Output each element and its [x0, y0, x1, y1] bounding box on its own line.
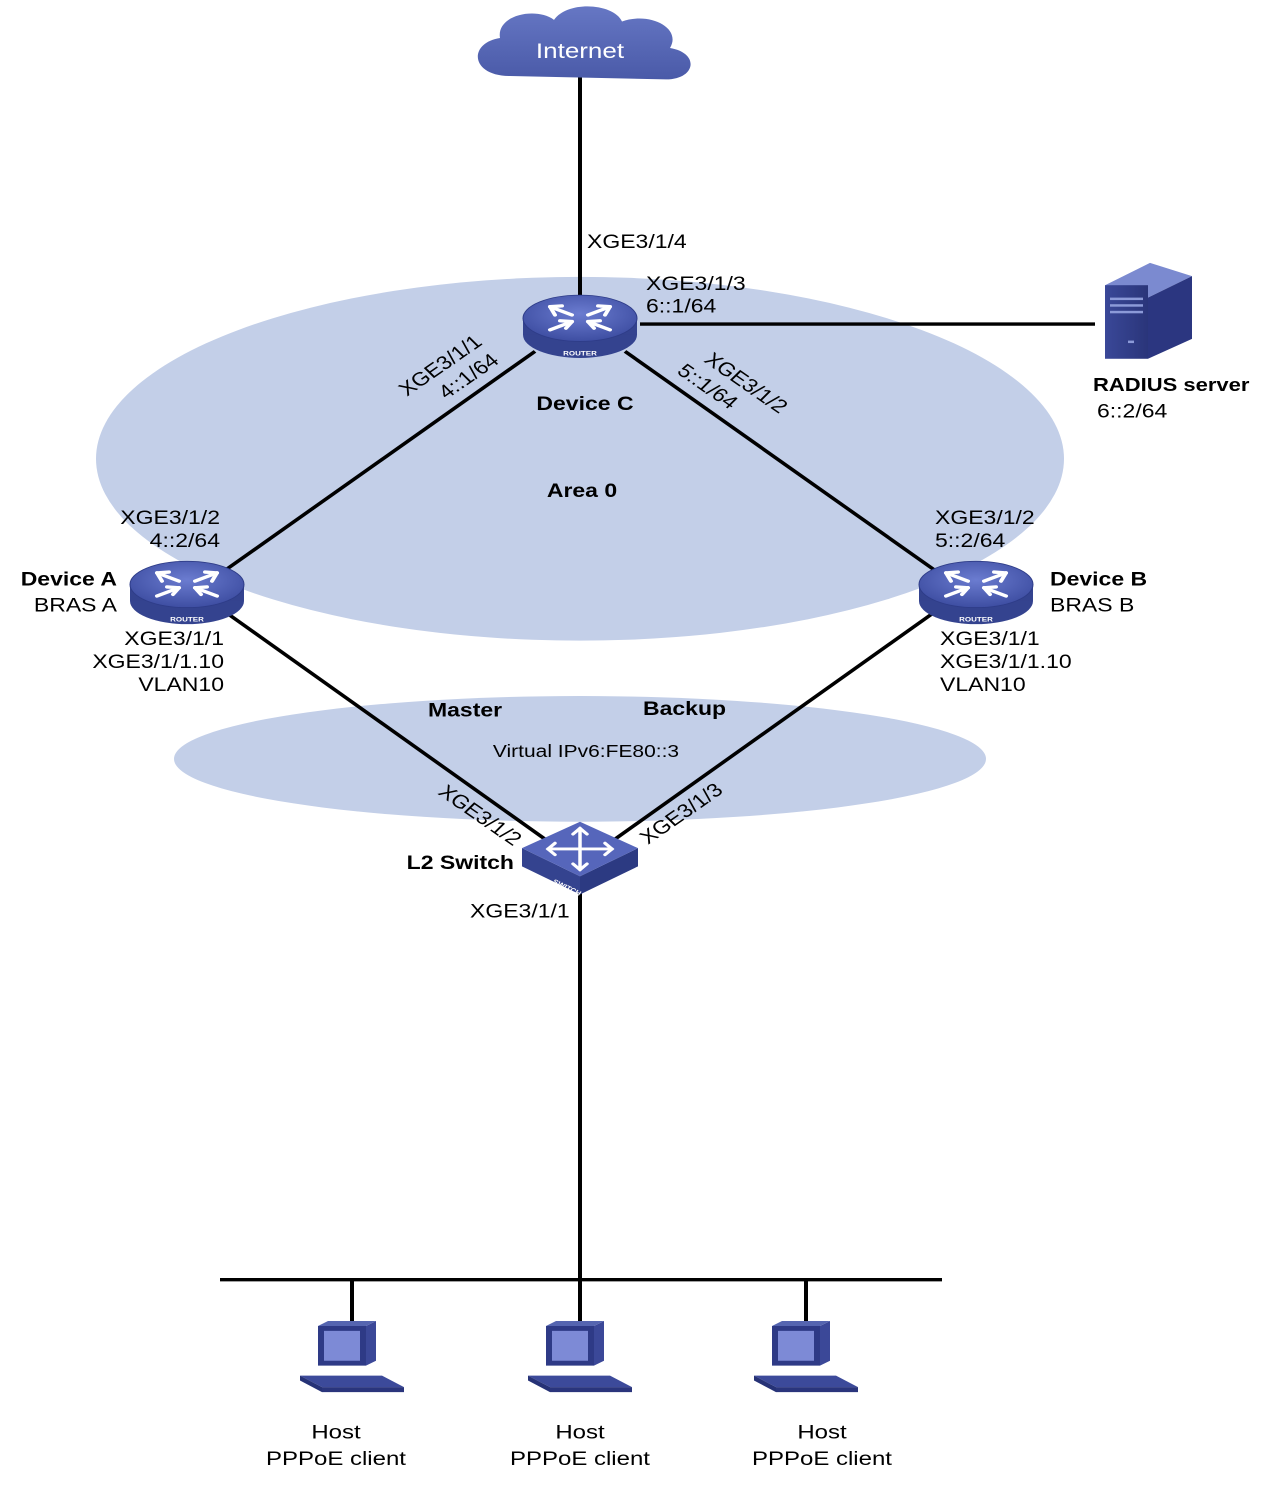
device-a-name: Device A	[21, 569, 117, 590]
links	[220, 76, 1095, 1330]
link-devicea-switch	[223, 610, 562, 852]
host1-line1: Host	[311, 1420, 360, 1443]
host3-line2: PPPoE client	[752, 1447, 892, 1470]
device-c-uplink-port: XGE3/1/4	[587, 232, 687, 253]
vrrp-region	[174, 696, 986, 822]
vrrp-master-label: Master	[428, 701, 502, 722]
device-b-vlan: VLAN10	[940, 675, 1026, 696]
device-a-down-port: XGE3/1/1	[124, 629, 224, 650]
pc-icon[interactable]	[754, 1321, 858, 1393]
device-b-up-ip: 5::2/64	[935, 531, 1006, 552]
device-c-server-port: XGE3/1/3	[646, 274, 746, 295]
device-a-role: BRAS A	[34, 596, 118, 617]
device-b-up-port: XGE3/1/2	[935, 508, 1035, 529]
device-a-vlan: VLAN10	[138, 675, 224, 696]
internet-label: Internet	[536, 39, 625, 63]
device-a-up-ip: 4::2/64	[150, 531, 221, 552]
device-c-server-ip: 6::1/64	[646, 296, 717, 317]
switch-icon[interactable]: SWITCH	[522, 821, 638, 898]
link-devicec-deviceb	[623, 350, 937, 572]
link-devicec-devicea	[223, 350, 537, 572]
device-c-name: Device C	[536, 394, 633, 415]
switch-name: L2 Switch	[407, 853, 514, 874]
router-icon[interactable]: ROUTER	[917, 559, 1035, 627]
vrrp-virtual-ip: Virtual IPv6:FE80::3	[493, 743, 679, 762]
router-icon[interactable]: ROUTER	[521, 293, 639, 360]
host2-line2: PPPoE client	[510, 1447, 650, 1470]
link-deviceb-switch	[598, 610, 937, 852]
device-c-icon-text: ROUTER	[563, 349, 597, 357]
cloud-icon: Internet	[477, 6, 691, 80]
device-b-name: Device B	[1050, 569, 1147, 590]
device-b-sub-port: XGE3/1/1.10	[940, 652, 1072, 673]
device-b-down-port: XGE3/1/1	[940, 629, 1040, 650]
area0-label: Area 0	[547, 481, 617, 502]
switch-down-port: XGE3/1/1	[470, 901, 570, 922]
radius-ip: 6::2/64	[1097, 401, 1168, 422]
pc-icon[interactable]	[300, 1321, 404, 1393]
area0-region	[96, 276, 1064, 641]
device-a-sub-port: XGE3/1/1.10	[92, 652, 224, 673]
server-icon[interactable]	[1105, 262, 1192, 359]
host2-line1: Host	[555, 1420, 604, 1443]
router-icon[interactable]: ROUTER	[128, 559, 246, 627]
radius-name: RADIUS server	[1093, 376, 1250, 396]
pc-icon[interactable]	[528, 1321, 632, 1393]
device-a-icon-text: ROUTER	[170, 615, 204, 623]
device-b-role: BRAS B	[1050, 596, 1134, 617]
host3-line1: Host	[797, 1420, 846, 1443]
device-a-up-port: XGE3/1/2	[120, 508, 220, 529]
device-b-icon-text: ROUTER	[959, 615, 993, 623]
vrrp-backup-label: Backup	[643, 699, 726, 720]
host1-line2: PPPoE client	[266, 1447, 406, 1470]
